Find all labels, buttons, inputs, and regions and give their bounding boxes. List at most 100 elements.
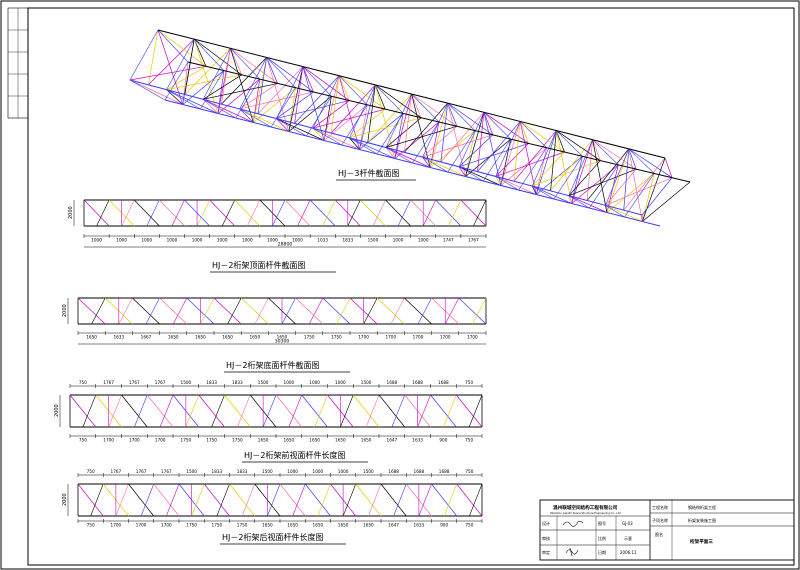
truss-diagonal [140, 483, 155, 517]
scale-value: 示意 [624, 535, 632, 541]
truss-diagonal [281, 297, 296, 325]
segment-length-label: 1650 [195, 335, 206, 340]
segment-length-label: 1000 [167, 238, 178, 243]
iso-web-member [239, 108, 289, 132]
segment-length-label: 1000 [192, 238, 203, 243]
iso-web-member [349, 108, 386, 139]
truss-diagonal [272, 199, 286, 227]
truss-diagonal [342, 483, 357, 517]
truss-diagonal [213, 297, 242, 325]
segment-length-label: 1650 [86, 335, 97, 340]
truss-diagonal [455, 394, 483, 428]
total-length-label: 30300 [275, 339, 290, 345]
iso-web-member [628, 148, 637, 170]
iso-web-member [129, 79, 183, 105]
segment-length-label: 1000 [242, 238, 253, 243]
iso-web-member [202, 99, 219, 114]
iso-web-member [385, 147, 396, 159]
iso-web-member [166, 74, 242, 90]
iso-web-member [556, 130, 565, 153]
iso-chord [187, 61, 691, 183]
iso-web-member [500, 121, 521, 186]
total-length-label: 28800 [278, 242, 293, 248]
truss-diagonal [191, 483, 205, 517]
drawing-no-value: GJ-03 [622, 521, 633, 526]
iso-web-member [532, 160, 601, 187]
iso-web-member [641, 157, 666, 222]
panel-title: HJ－2桁架顶面杆件截面图 [212, 260, 305, 270]
iso-web-member [217, 78, 260, 114]
truss-diagonal [468, 394, 483, 428]
iso-web-member [338, 75, 386, 110]
segment-length-label: 1650 [363, 523, 374, 528]
iso-web-member [394, 113, 404, 159]
iso-web-member [338, 75, 360, 150]
segment-length-label: 750 [465, 380, 473, 385]
segment-length-label: 1833 [206, 380, 217, 385]
truss-diagonal [145, 297, 160, 325]
iso-web-member [447, 102, 493, 136]
segment-length-label: 1700 [161, 523, 172, 528]
iso-web-member [664, 157, 673, 178]
iso-web-member [458, 134, 494, 168]
segment-length-label: 1700 [467, 335, 478, 340]
segment-length-label: 1767 [103, 380, 114, 385]
truss-diagonal [340, 394, 354, 428]
segment-length-label: 1700 [136, 523, 147, 528]
segment-length-label: 1700 [155, 438, 166, 443]
iso-chord [157, 29, 666, 159]
truss-diagonal [456, 483, 483, 517]
truss-diagonal [91, 297, 106, 325]
truss-diagonal [288, 394, 303, 428]
truss-diagonal [284, 199, 311, 227]
iso-web-member [266, 57, 314, 93]
iso-web-member [312, 108, 386, 129]
segment-length-label: 1767 [161, 469, 172, 474]
truss-diagonal [267, 483, 281, 517]
iso-web-member [323, 104, 368, 141]
segment-length-label: 1833 [232, 380, 243, 385]
truss-diagonal [275, 394, 303, 428]
iso-web-member [641, 173, 655, 222]
iso-web-member [193, 39, 207, 67]
segment-length-label: 1033 [317, 238, 328, 243]
iso-web-member [302, 66, 314, 93]
iso-web-member [375, 84, 422, 118]
iso-web-member [385, 117, 422, 148]
segment-length-label: 1688 [412, 380, 423, 385]
truss-diagonal [172, 297, 188, 325]
truss-diagonal [417, 297, 432, 325]
iso-web-member [312, 127, 360, 150]
truss-diagonal [229, 483, 256, 517]
segment-length-label: 1647 [387, 438, 398, 443]
truss-diagonal [90, 483, 104, 517]
iso-web-member [157, 29, 184, 105]
truss-diagonal [393, 483, 407, 517]
segment-length-label: 1688 [439, 469, 450, 474]
truss-diagonal [159, 394, 174, 428]
segment-length-label: 1650 [309, 438, 320, 443]
iso-web-member [374, 84, 386, 110]
iso-web-member [586, 148, 630, 201]
iso-web-member [239, 91, 314, 110]
iso-web-member [447, 103, 458, 127]
iso-web-member [184, 48, 231, 95]
iso-web-member [288, 96, 332, 132]
truss-diagonal [224, 394, 251, 428]
iso-web-member [458, 166, 466, 177]
truss-diagonal [83, 199, 110, 227]
panel-title: HJ－2桁架后视面杆件长度图 [222, 532, 323, 542]
segment-length-label: 1667 [141, 335, 152, 340]
truss-diagonal [247, 199, 261, 227]
iso-web-member [129, 65, 206, 81]
segment-length-label: 900 [440, 523, 448, 528]
truss-diagonal [279, 483, 306, 517]
segment-length-label: 1750 [186, 523, 197, 528]
iso-web-member [221, 57, 267, 105]
segment-length-label: 1750 [206, 438, 217, 443]
iso-web-member [230, 48, 243, 75]
iso-web-member [623, 148, 630, 211]
